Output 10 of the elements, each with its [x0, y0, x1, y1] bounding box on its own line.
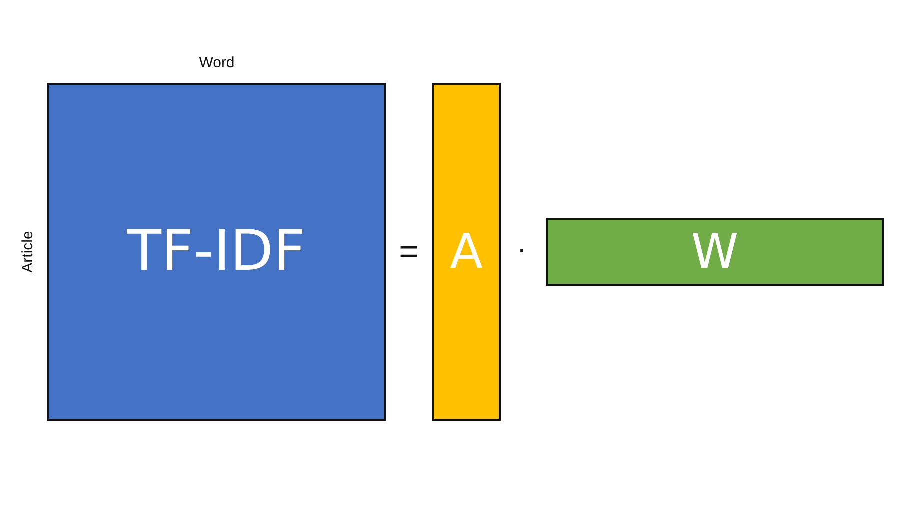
matrix-name: W: [691, 228, 739, 276]
matrix-block: [47, 83, 386, 421]
matrix-block: [432, 83, 501, 421]
equals-sign: =: [399, 235, 419, 269]
matrix-name: A: [450, 228, 483, 276]
axis-label: Word: [199, 56, 235, 70]
axis-label: Article: [20, 231, 36, 273]
matrix-block: [546, 218, 884, 286]
matrix-name: TF-IDF: [127, 224, 306, 280]
multiplication-dot: ·: [517, 235, 527, 265]
